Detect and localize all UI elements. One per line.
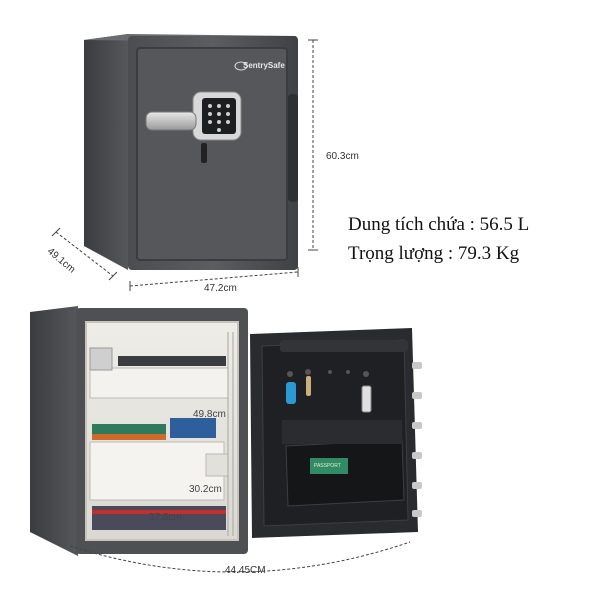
binder-red [92,510,226,514]
handle-icon [145,111,197,131]
logo-badge [234,61,248,71]
open-door [250,328,422,538]
drawer-lock [89,347,113,371]
weight-spec: Trọng lượng : 79.3 Kg [348,243,520,264]
closed-safe [84,34,298,270]
open-width-arc [69,541,411,573]
open-width-label: 44.45CM [225,565,266,576]
open-safe [30,306,248,556]
brand-logo: SentrySafe [243,61,285,70]
lower-drawer [89,441,225,501]
door-pocket-top [282,420,402,444]
key-icon-2 [306,376,311,396]
open-safe-side [30,306,78,556]
interior-depth-label: 30.2cm [189,484,222,495]
door-ridge [280,340,408,352]
closed-safe-door [136,47,288,261]
tablet [118,356,226,366]
upper-drawer [89,367,229,399]
drawer-side [205,453,229,477]
closed-safe-side [84,34,128,270]
blue-book [170,418,216,438]
hinge-bar [288,94,298,202]
interior-width-label: 37.6cm [149,512,182,523]
key-tag-icon [286,382,296,404]
height-label: 60.3cm [326,151,359,162]
folder-orange [92,434,166,440]
interior-height-label: 49.8cm [193,409,226,420]
passport-icon [310,458,348,474]
hooks [287,369,369,377]
usb-drive-icon [361,385,372,413]
closed-safe-dimension-lines [51,39,318,291]
passport-label: PASSPORT [314,463,341,469]
shelf-rails [227,332,234,536]
width-label: 47.2cm [204,283,237,294]
capacity-spec: Dung tích chứa : 56.5 L [348,214,530,235]
key-icon [201,143,207,163]
keypad-buttons [208,104,230,132]
locking-bolts [412,362,422,517]
